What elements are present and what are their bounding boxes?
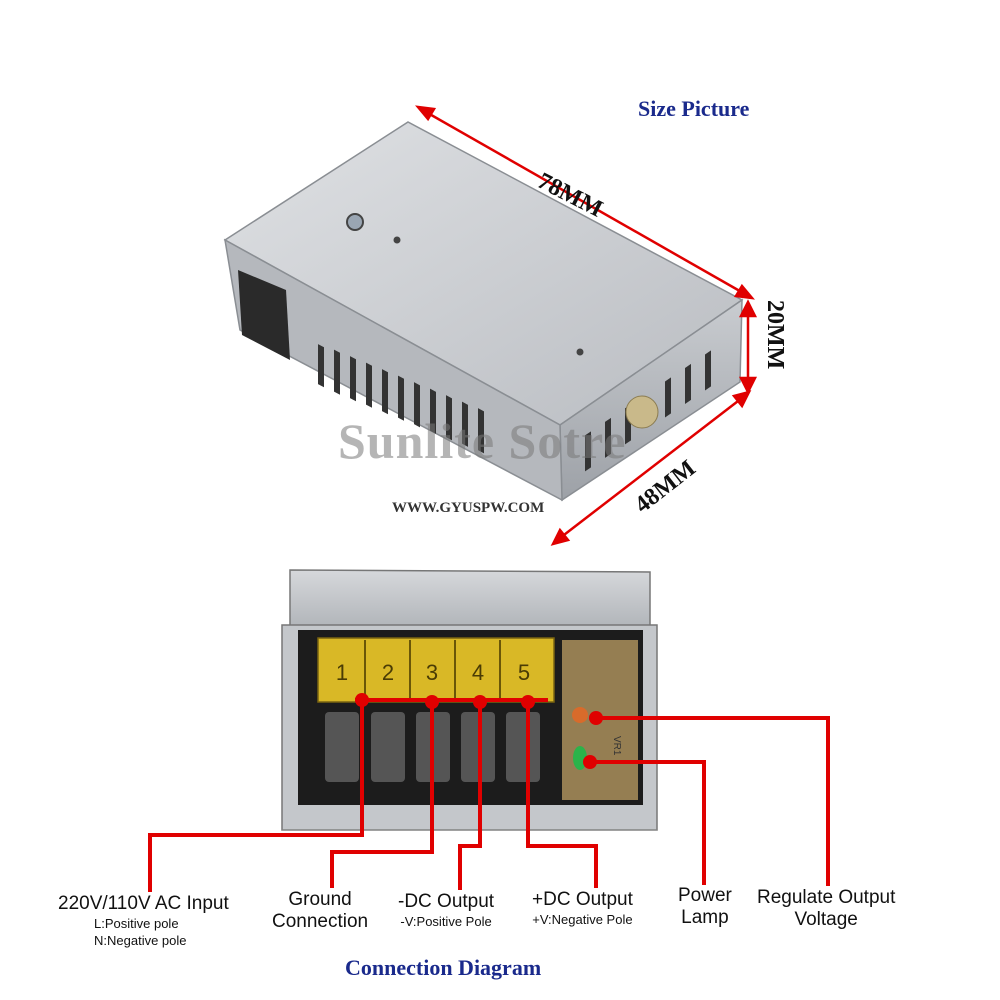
- ac-input-label: 220V/110V AC Input L:Positive pole N:Neg…: [58, 893, 229, 949]
- dc-plus-sub: +V:Negative Pole: [532, 912, 633, 927]
- terminal-dividers: [364, 640, 501, 700]
- terminal-number: 2: [382, 660, 394, 685]
- regulate-voltage-label: Regulate Output Voltage: [757, 887, 895, 931]
- qc-sticker-icon: [625, 395, 659, 429]
- ground-line2: Connection: [272, 911, 369, 932]
- arrowhead-icon: [415, 105, 437, 122]
- terminal-block-dark: [238, 270, 290, 360]
- screw-icon: [346, 213, 364, 231]
- terminal-number: 1: [336, 660, 348, 685]
- arrowhead-icon: [550, 527, 571, 546]
- arrowhead-icon: [731, 390, 752, 409]
- size-picture-title: Size Picture: [638, 96, 750, 121]
- leader-dots: [355, 693, 603, 769]
- dimension-arrows: [415, 105, 758, 546]
- regulate-line2: Voltage: [794, 909, 858, 930]
- leader-ground: [330, 702, 434, 888]
- power-supply-top-view: [223, 121, 744, 502]
- website-watermark: WWW.GYUSPW.COM: [392, 500, 545, 516]
- power-lamp-line1: Power: [678, 885, 732, 906]
- ac-input-title: 220V/110V AC Input: [58, 893, 229, 914]
- terminal-number: 4: [472, 660, 484, 685]
- power-lamp-line2: Lamp: [681, 907, 729, 928]
- case-front-face: [224, 238, 563, 502]
- leader-dc-plus: [526, 702, 598, 888]
- front-vents: [318, 344, 484, 454]
- trimmer-icon: [572, 707, 588, 723]
- arrowhead-icon: [738, 376, 758, 395]
- trimmer-label: VR1: [611, 736, 622, 756]
- dc-minus-sub: -V:Positive Pole: [400, 914, 492, 929]
- dc-minus-label: -DC Output -V:Positive Pole: [398, 891, 494, 930]
- length-arrow-line: [425, 110, 746, 296]
- arrowhead-icon: [738, 299, 758, 318]
- hole-icon: [576, 348, 584, 356]
- leader-regulate: [596, 716, 830, 886]
- terminal-number: 3: [426, 660, 438, 685]
- arrowhead-icon: [733, 283, 755, 300]
- height-dimension-label: 20MM: [762, 300, 788, 370]
- connection-diagram-title: Connection Diagram: [345, 955, 542, 980]
- leader-power-lamp: [590, 760, 706, 885]
- leader-dc-minus: [458, 702, 482, 890]
- leader-lines: [148, 698, 830, 892]
- terminal-number: 5: [518, 660, 530, 685]
- hole-icon: [393, 236, 401, 244]
- dc-minus-title: -DC Output: [398, 891, 495, 912]
- ground-line1: Ground: [288, 889, 352, 910]
- ac-input-positive: L:Positive pole: [94, 916, 179, 931]
- store-watermark: Sunlite Sotre: [338, 413, 627, 469]
- leader-ac-input: [148, 700, 364, 892]
- dc-plus-title: +DC Output: [532, 889, 633, 910]
- regulate-line1: Regulate Output: [757, 887, 896, 908]
- width-arrow-line: [559, 397, 743, 539]
- ground-label: Ground Connection: [272, 889, 368, 933]
- power-supply-front-view: [281, 569, 658, 831]
- power-lamp-label: Power Lamp: [678, 885, 732, 929]
- ac-input-negative: N:Negative pole: [94, 933, 187, 948]
- dc-plus-label: +DC Output +V:Negative Pole: [532, 889, 633, 928]
